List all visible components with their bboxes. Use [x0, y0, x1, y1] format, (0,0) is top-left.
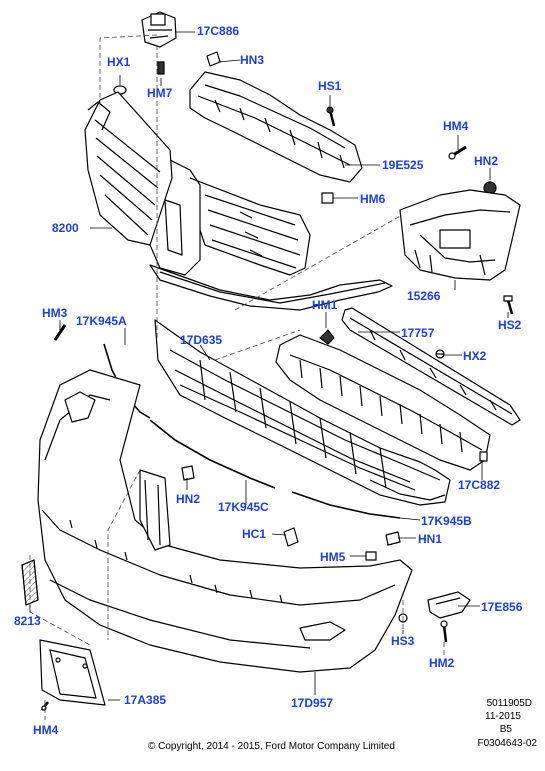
callout-hm4-bottom[interactable]: HM4 — [33, 723, 59, 737]
grille-part — [84, 91, 393, 311]
upper-reinforcement-part — [189, 71, 363, 183]
callout-hx2[interactable]: HX2 — [463, 349, 487, 363]
hc1-clip — [283, 527, 299, 547]
callout-hx1[interactable]: HX1 — [107, 55, 131, 69]
callout-hm5[interactable]: HM5 — [320, 550, 346, 564]
callout-8200[interactable]: 8200 — [52, 221, 79, 235]
callout-hc1[interactable]: HC1 — [242, 527, 267, 541]
molding-strip-b — [291, 491, 401, 519]
callout-leaders — [29, 31, 509, 701]
energy-absorber-part — [275, 334, 491, 471]
callout-17K945C[interactable]: 17K945C — [218, 500, 269, 514]
hn3-clip — [206, 51, 221, 67]
side-bracket-part — [399, 189, 521, 281]
license-plate-bracket-part — [39, 639, 106, 706]
callout-17D957[interactable]: 17D957 — [291, 696, 334, 710]
callout-8213[interactable]: 8213 — [14, 614, 41, 628]
hx2-fastener — [435, 349, 445, 359]
hm4-top-bolt — [448, 145, 467, 160]
callout-hn3[interactable]: HN3 — [240, 53, 265, 67]
hm5-fastener — [365, 551, 377, 561]
callout-17K945B[interactable]: 17K945B — [421, 514, 472, 528]
callout-15266[interactable]: 15266 — [407, 289, 441, 303]
callout-19E525[interactable]: 19E525 — [382, 158, 424, 172]
lower-grille-part — [154, 319, 451, 506]
callout-17C882[interactable]: 17C882 — [458, 478, 501, 492]
copyright-notice: © Copyright, 2014 - 2015, Ford Motor Com… — [148, 741, 395, 752]
hm1-fastener — [319, 329, 335, 345]
callout-17D635[interactable]: 17D635 — [180, 333, 223, 347]
document-date: 11-2015 — [485, 711, 521, 722]
callout-17K945A[interactable]: 17K945A — [76, 314, 127, 328]
hs1-screw — [326, 106, 336, 127]
hm2-bolt — [440, 620, 448, 643]
hn1-nut — [385, 531, 401, 546]
callout-hs1[interactable]: HS1 — [318, 79, 342, 93]
callout-hs2[interactable]: HS2 — [498, 318, 522, 332]
callout-hm2[interactable]: HM2 — [429, 656, 455, 670]
callout-17A385[interactable]: 17A385 — [124, 693, 167, 707]
callout-hn2-mid[interactable]: HN2 — [176, 492, 201, 506]
callout-hm7[interactable]: HM7 — [147, 86, 173, 100]
hm7-fastener — [157, 61, 165, 75]
document-revision: B5 — [499, 724, 512, 735]
molding-strip-c — [149, 419, 276, 489]
hn2-mid-nut — [181, 465, 195, 481]
callout-17757[interactable]: 17757 — [401, 326, 435, 340]
bumper-cover-part — [37, 369, 413, 673]
callout-hn1[interactable]: HN1 — [418, 532, 443, 546]
lower-absorber-bar-part — [341, 307, 521, 426]
callout-hn2-top[interactable]: HN2 — [474, 154, 499, 168]
callout-hs3[interactable]: HS3 — [391, 634, 415, 648]
corner-bracket-part — [427, 591, 471, 619]
figure-id: F0304643-02 — [477, 738, 538, 749]
sensor-bracket-part — [141, 11, 177, 48]
hm3-bolt — [53, 324, 67, 341]
callout-hm1[interactable]: HM1 — [312, 298, 338, 312]
callout-hm4-top[interactable]: HM4 — [443, 119, 469, 133]
hs2-screw — [503, 295, 514, 315]
callout-hm3[interactable]: HM3 — [42, 306, 68, 320]
callout-17E856[interactable]: 17E856 — [481, 600, 523, 614]
callout-17C886[interactable]: 17C886 — [197, 24, 240, 38]
document-code: 5011905D — [486, 698, 532, 709]
callout-hm6[interactable]: HM6 — [360, 192, 386, 206]
hm6-nut — [321, 192, 334, 204]
